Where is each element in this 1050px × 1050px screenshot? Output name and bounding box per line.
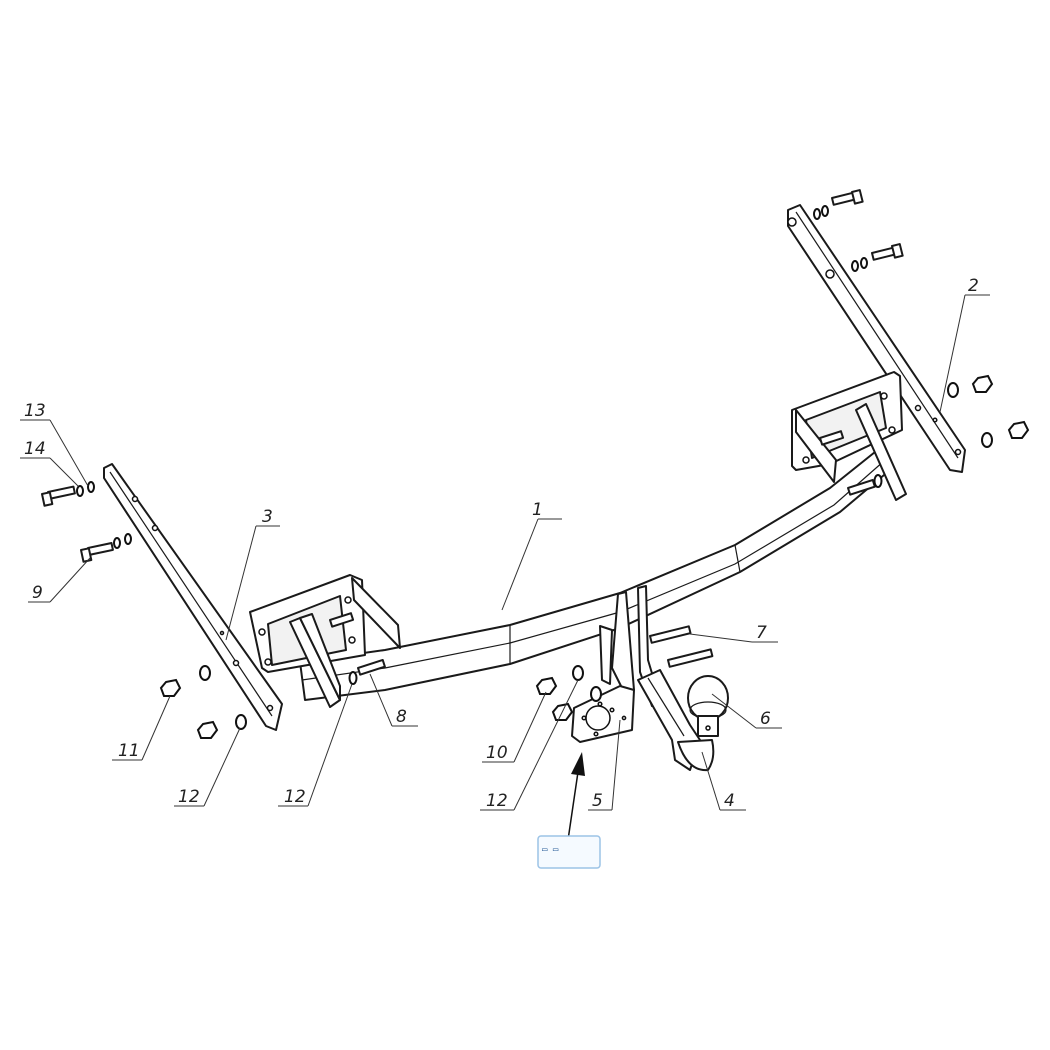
callout-12-right: 12 — [486, 791, 508, 811]
hitch-nuts — [535, 665, 602, 721]
socket-box-label: ▭ ▭ — [542, 845, 559, 855]
callout-13: 13 — [24, 401, 46, 421]
callout-6: 6 — [760, 709, 771, 729]
left-bolt-lower — [80, 533, 132, 563]
callout-12-center: 12 — [284, 787, 306, 807]
right-mounting-bracket — [787, 204, 966, 473]
socket-arrow — [567, 752, 585, 841]
callout-8: 8 — [396, 707, 407, 727]
hitch-bolts — [649, 625, 714, 668]
right-nuts — [947, 374, 1030, 448]
callout-14: 14 — [24, 439, 46, 459]
callout-5: 5 — [592, 791, 603, 811]
left-mounting-bracket — [103, 463, 283, 731]
callout-4: 4 — [724, 791, 735, 811]
left-end-plate — [249, 574, 401, 708]
socket-box: ▭ ▭ — [537, 835, 601, 869]
callout-1: 1 — [532, 500, 543, 520]
right-bolt-upper — [813, 189, 864, 220]
callout-9: 9 — [32, 583, 43, 603]
callout-2: 2 — [968, 276, 979, 296]
right-bolt-lower — [851, 243, 904, 272]
callout-11: 11 — [118, 741, 140, 761]
callout-3: 3 — [262, 507, 273, 527]
callout-12-left: 12 — [178, 787, 200, 807]
callout-7: 7 — [756, 623, 767, 643]
callouts: 1 2 3 4 5 6 7 8 9 10 11 12 12 12 13 14 — [24, 276, 979, 811]
left-nuts — [159, 665, 247, 739]
crossbar-bolt-left — [329, 612, 386, 685]
main-crossbar — [299, 447, 891, 701]
callout-10: 10 — [486, 743, 508, 763]
crossbar-bolt-right — [819, 430, 883, 496]
leader-lines — [20, 294, 990, 811]
left-bolt-upper — [40, 481, 95, 507]
tow-ball-arm — [637, 669, 729, 772]
